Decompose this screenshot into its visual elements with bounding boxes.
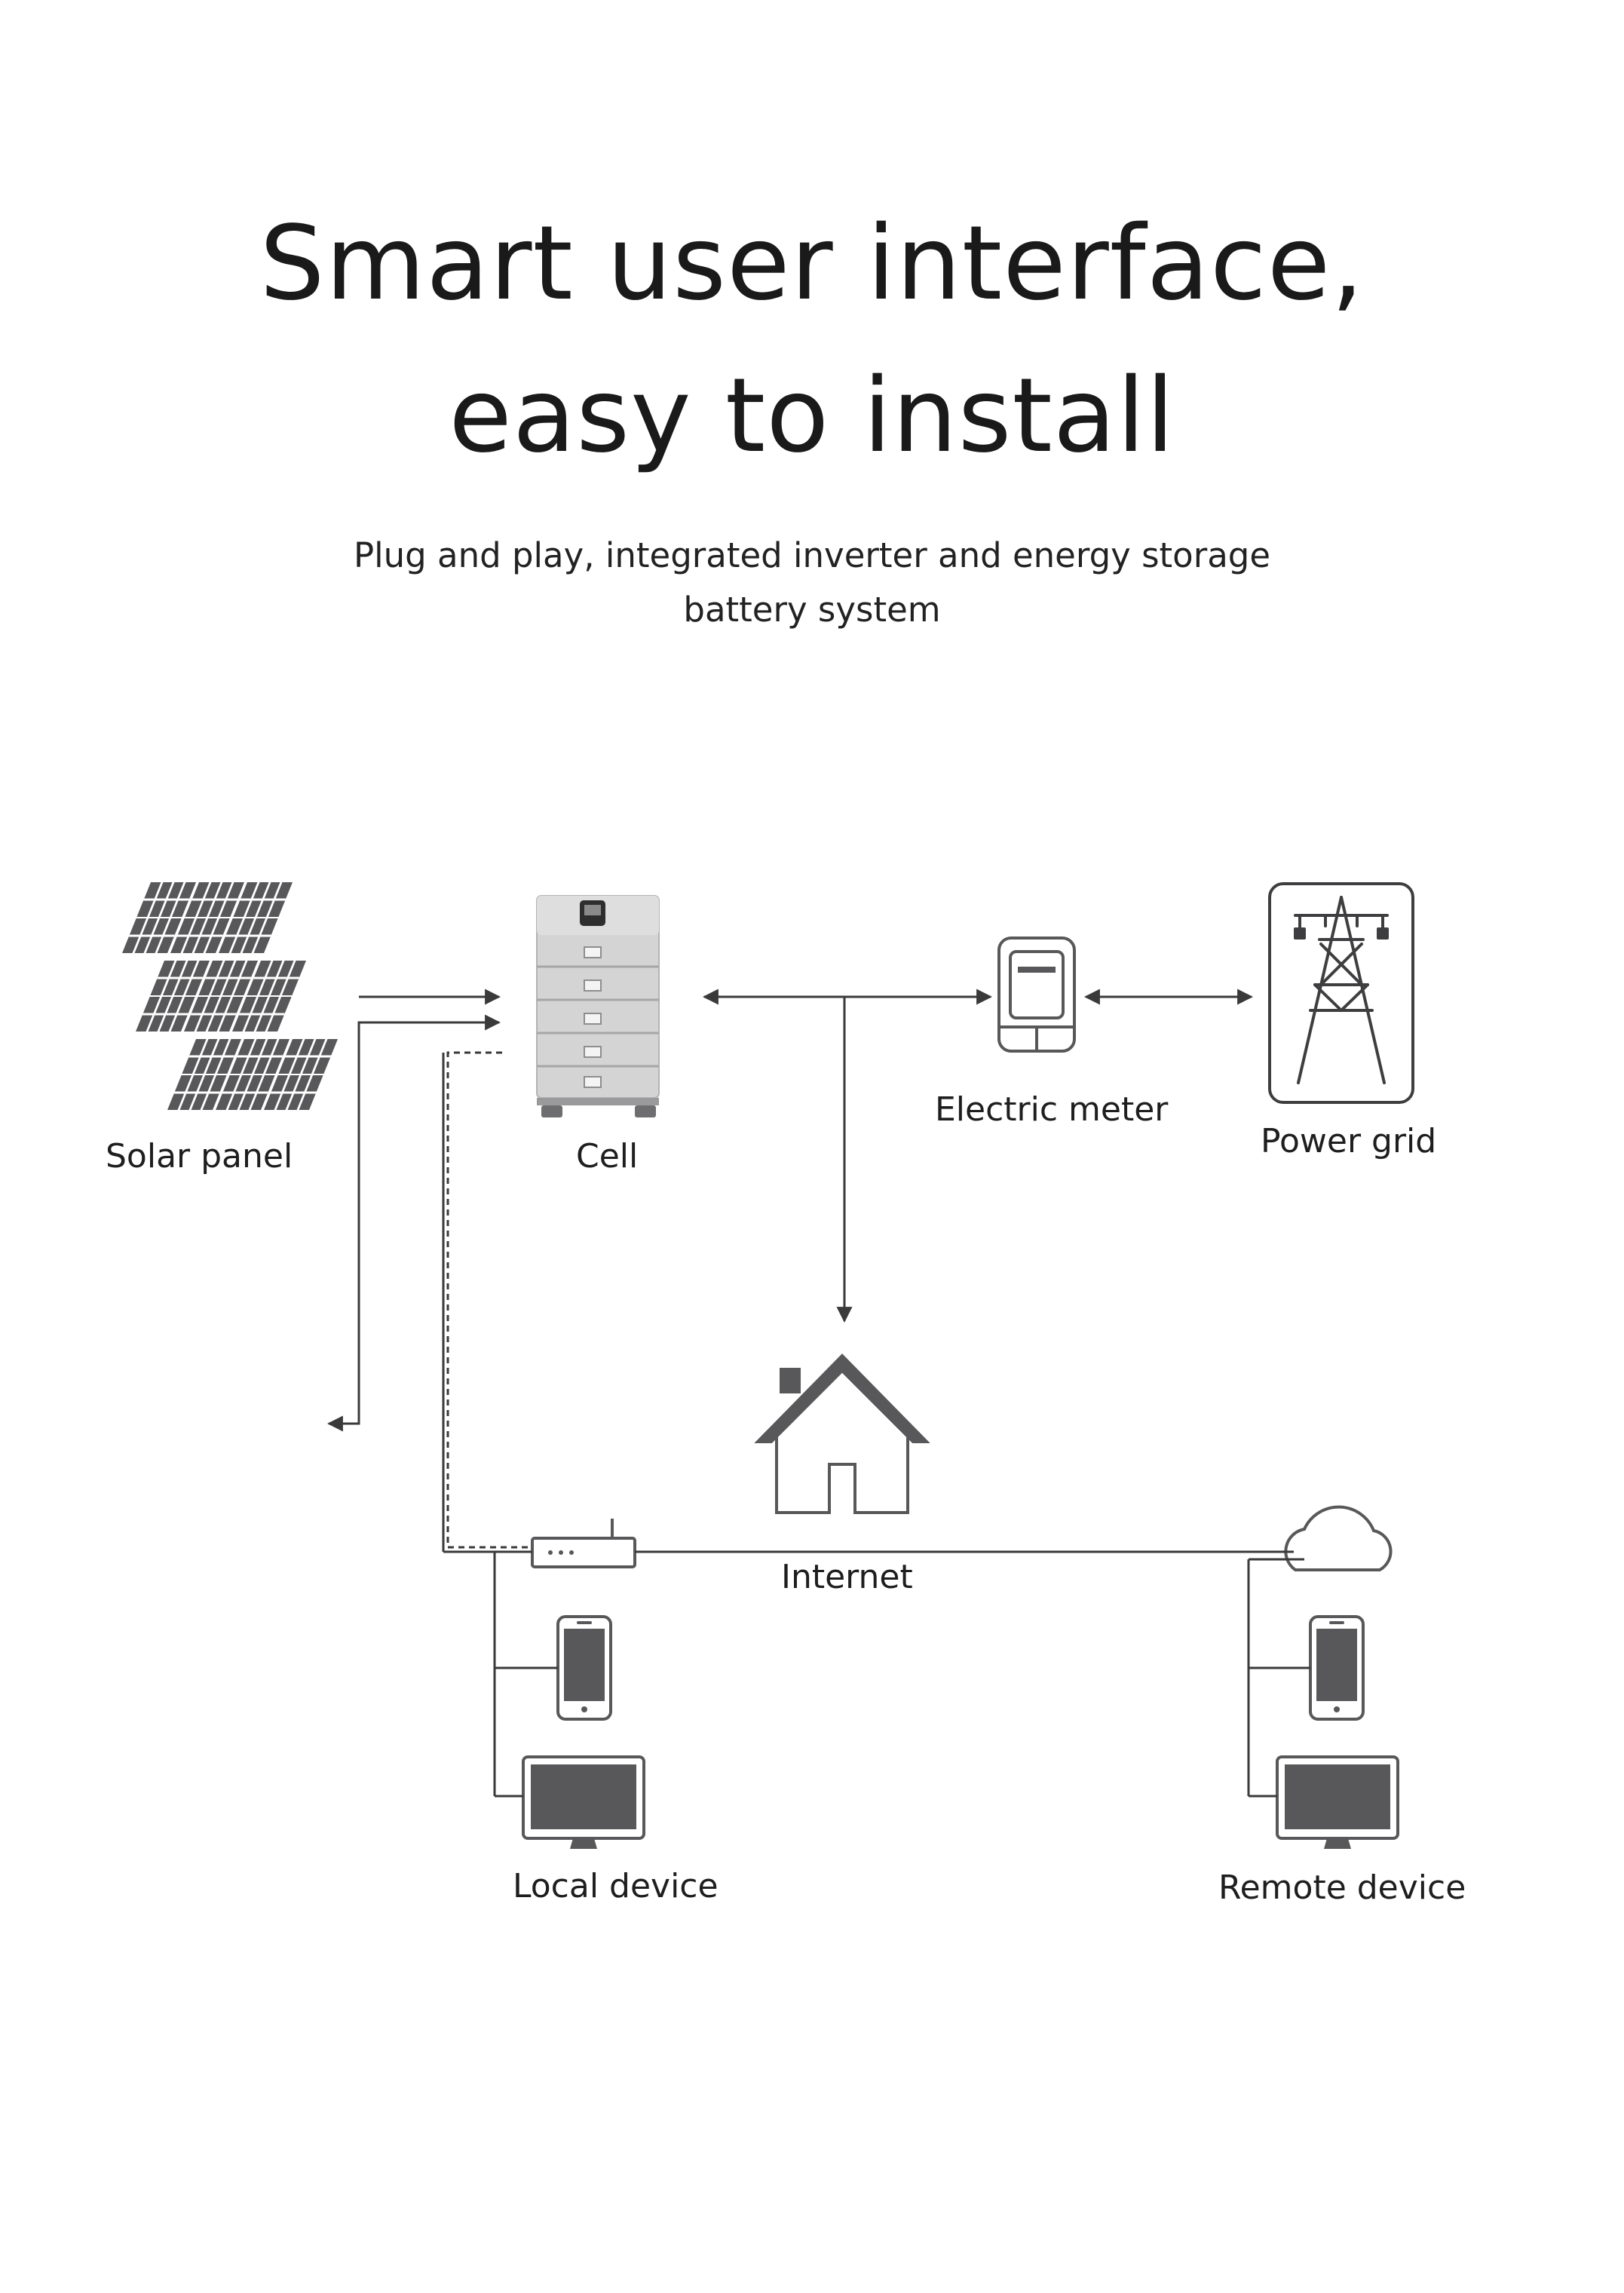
electric-meter-icon: [997, 937, 1076, 1053]
solar-panel-icon: [122, 882, 338, 1110]
house-icon: [754, 1353, 930, 1514]
label-local-device: Local device: [513, 1867, 719, 1905]
subtitle-line-2: battery system: [683, 590, 941, 630]
power-tower-icon: [1268, 882, 1414, 1104]
label-solar-panel: Solar panel: [106, 1137, 293, 1176]
local-phone-icon: [556, 1615, 612, 1721]
battery-cabinet-icon: [536, 895, 660, 1117]
label-internet: Internet: [781, 1558, 913, 1596]
cloud-icon: [1284, 1505, 1393, 1571]
label-power-grid: Power grid: [1261, 1122, 1437, 1160]
subtitle-line-1: Plug and play, integrated inverter and e…: [353, 535, 1271, 575]
title-line-1: Smart user interface,: [259, 204, 1365, 323]
remote-monitor-icon: [1276, 1755, 1399, 1850]
remote-phone-icon: [1309, 1615, 1365, 1721]
label-remote-device: Remote device: [1218, 1868, 1466, 1907]
connection-lines: [326, 989, 1310, 1798]
router-icon: [531, 1519, 636, 1568]
local-monitor-icon: [522, 1755, 645, 1850]
label-electric-meter: Electric meter: [935, 1090, 1169, 1129]
title-line-2: easy to install: [449, 357, 1175, 476]
label-cell: Cell: [576, 1137, 639, 1176]
